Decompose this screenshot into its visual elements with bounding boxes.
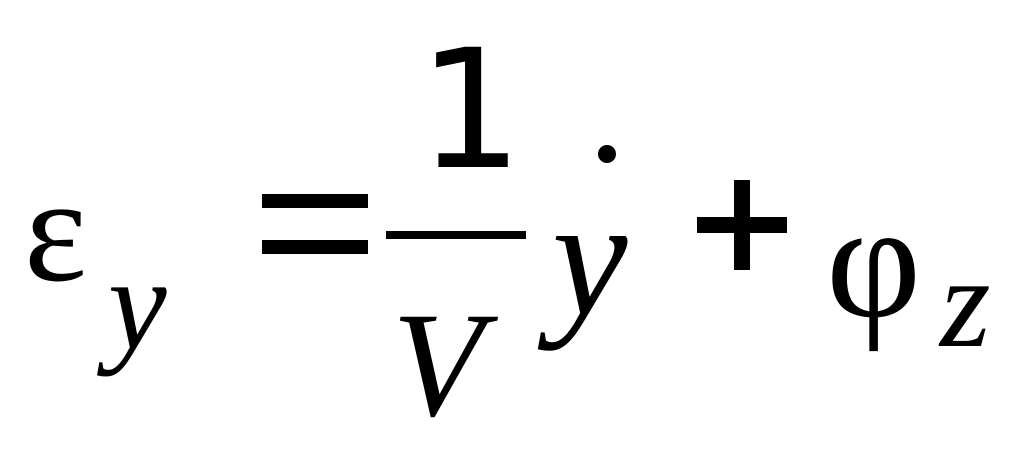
equals-bottom-bar	[262, 240, 368, 254]
fraction-numerator: 1	[418, 14, 523, 206]
subscript-z: z	[940, 231, 991, 375]
equals-top-bar	[262, 194, 368, 208]
fraction-bar	[386, 231, 526, 239]
epsilon-symbol: ε	[24, 147, 87, 313]
phi-symbol: φ	[826, 169, 922, 352]
derivative-dot-icon	[598, 145, 616, 163]
subscript-y: y	[108, 230, 167, 377]
fraction-denominator: V	[392, 282, 484, 448]
plus-vertical-bar	[734, 180, 750, 270]
derivative-variable: y	[552, 163, 628, 351]
